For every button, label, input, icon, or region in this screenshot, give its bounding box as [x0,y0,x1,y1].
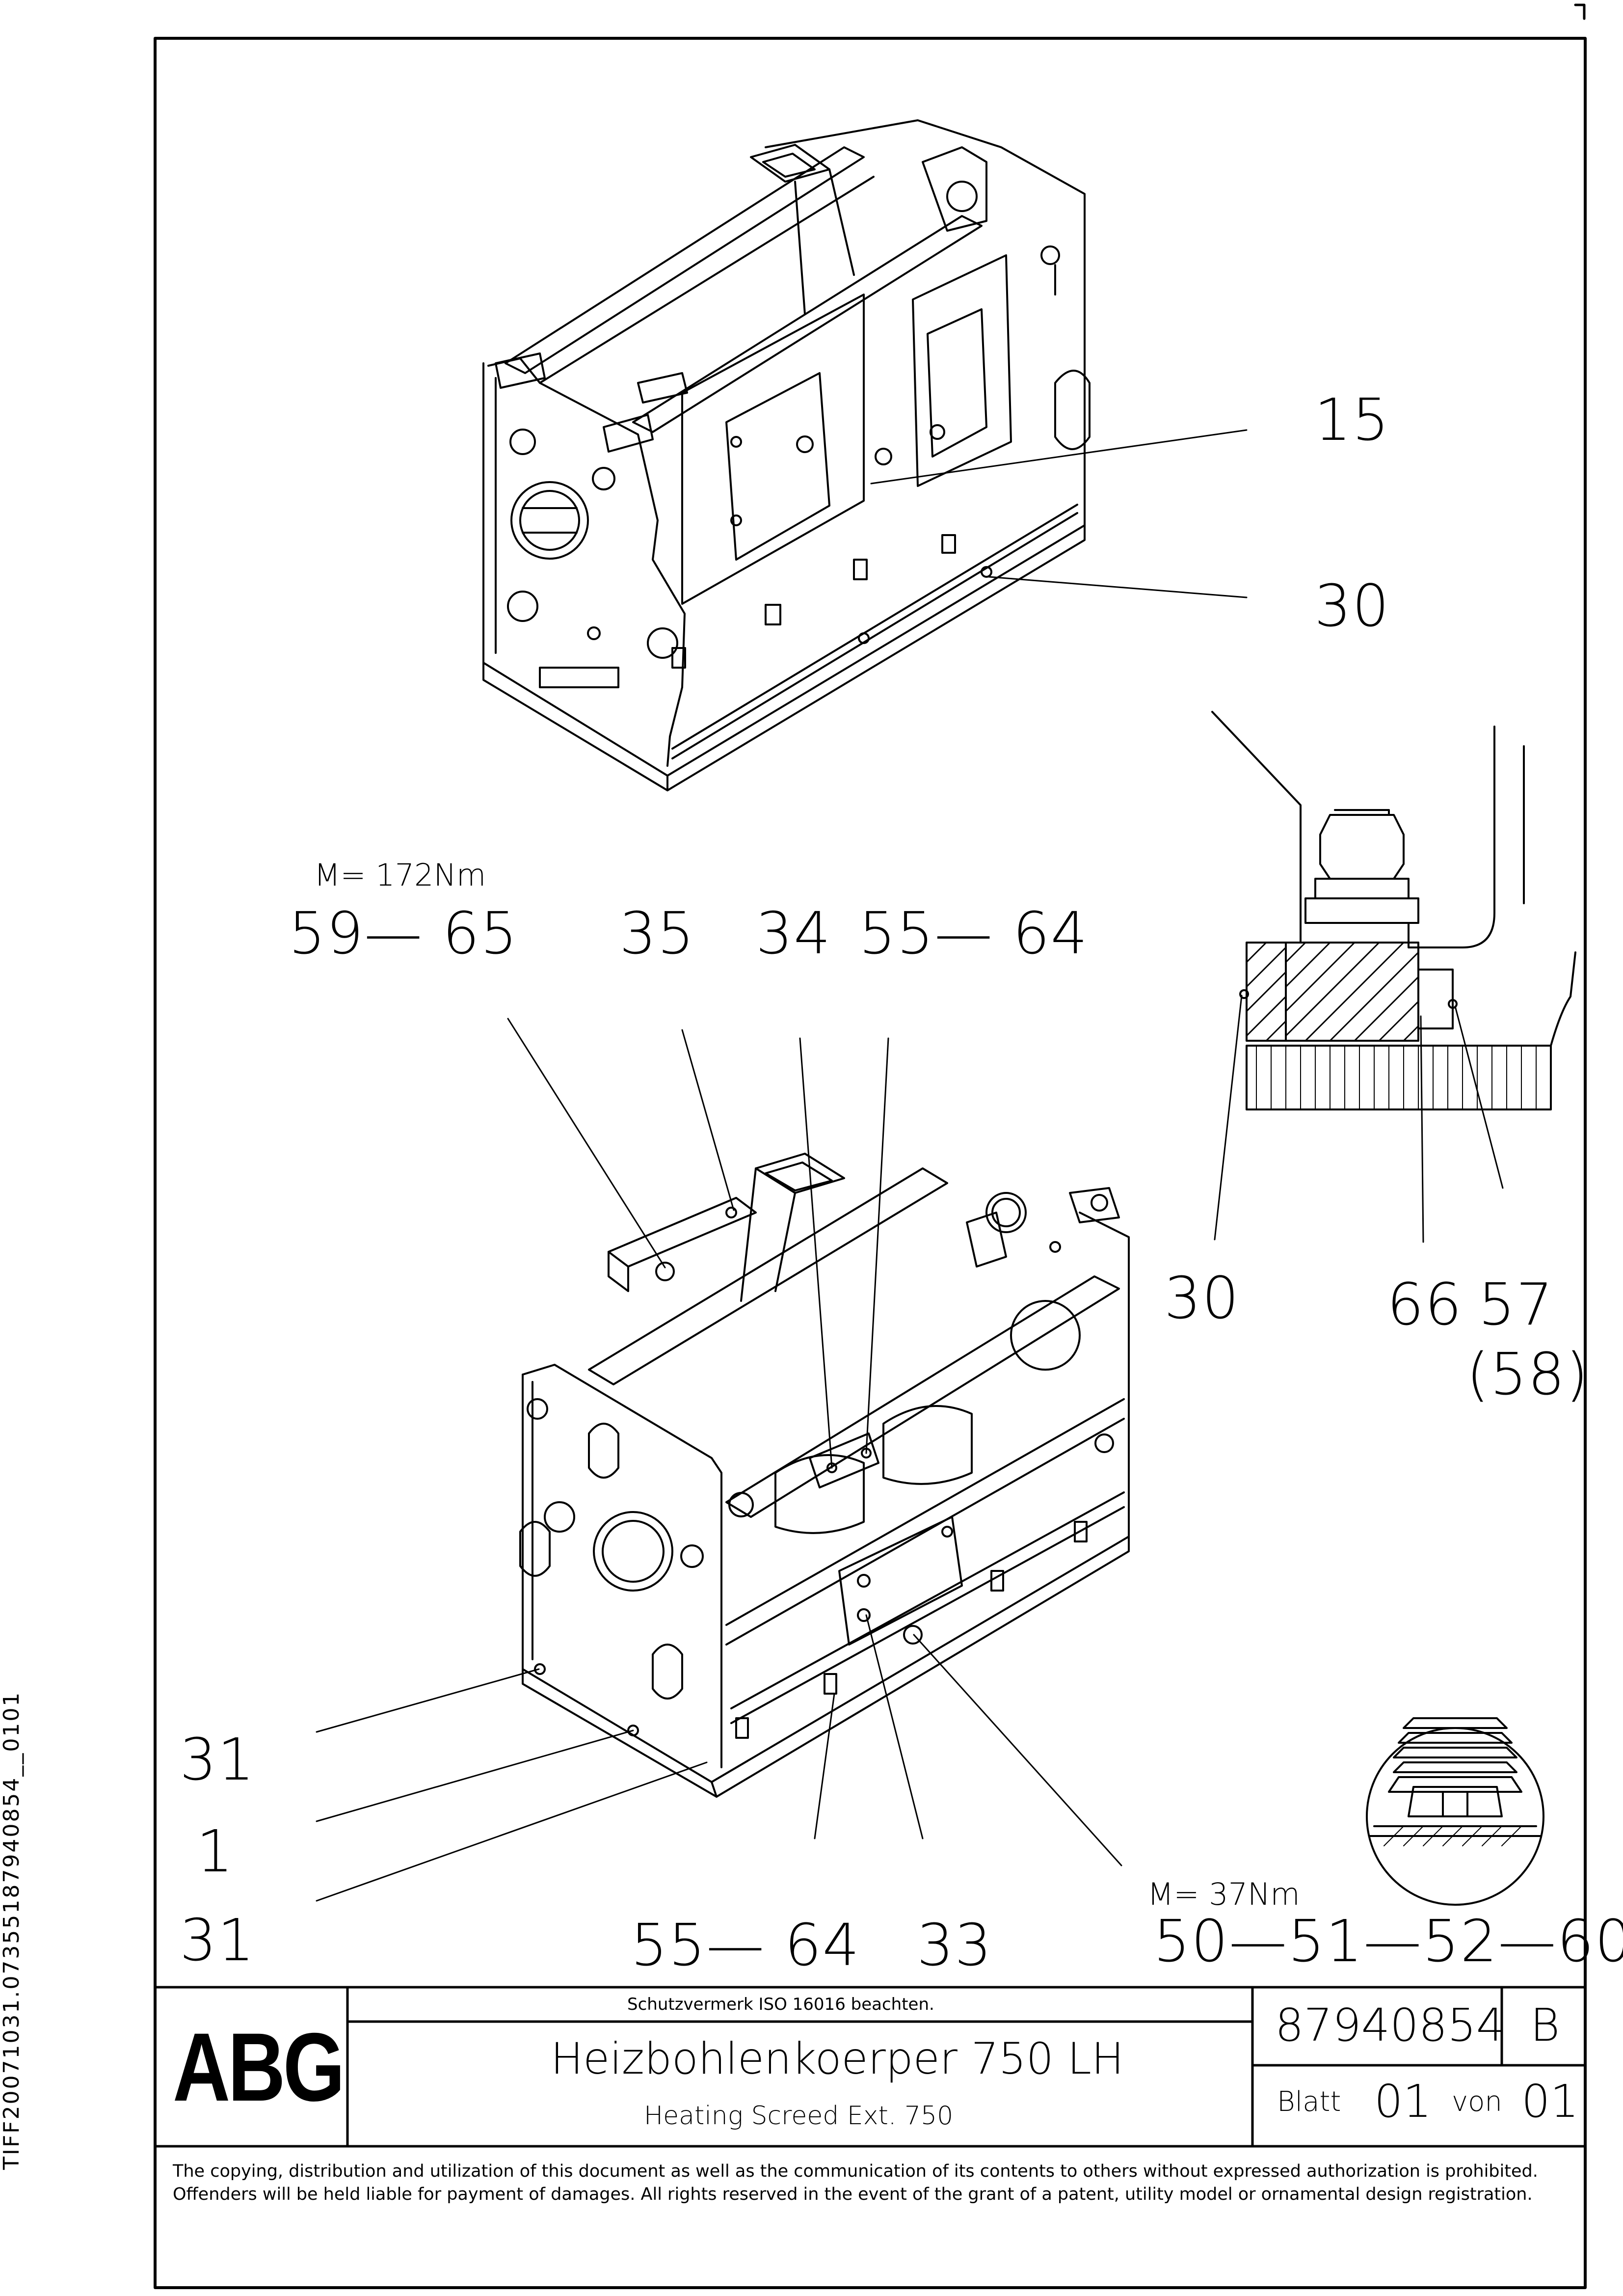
sheet-label: Blatt [1277,2086,1341,2118]
bottom-assembly-view [519,1153,1130,1798]
leader-50-60 [913,1634,1122,1866]
callout-31-a: 31 [180,1726,256,1793]
torque-left: M= 172Nm [314,857,486,893]
callout-30-top: 30 [1314,572,1390,640]
leader-31-a [316,1668,540,1733]
protection-note: Schutzvermerk ISO 16016 beachten. [627,1995,934,2014]
callout-50-60: 50—51—52—60 [1153,1907,1623,1975]
callout-1: 1 [196,1817,235,1885]
callout-59-65: 59— 65 [289,899,518,967]
file-reference-code: TIFF20071031.07355187940854__0101 [0,1691,24,2170]
leader-31-b [316,1761,708,1902]
title-german: Heizbohlenkoerper 750 LH [551,2033,1124,2084]
leader-30-top [988,576,1248,598]
corner-mark [1574,3,1586,20]
leader-15 [870,429,1248,485]
revision-letter: B [1530,1999,1560,2052]
drawing-number: 87940854 [1275,1999,1505,2052]
callout-55-64-top: 55— 64 [859,899,1089,967]
drawing-border [154,37,1587,2289]
sheet-number: 01 [1374,2075,1432,2128]
tightening-symbol [1366,1717,1544,1906]
callout-55-64-bottom: 55— 64 [631,1911,860,1979]
leader-35 [681,1029,735,1211]
leader-55-64-bottom [814,1693,835,1839]
top-assembly-view [482,119,1091,791]
title-block-grid [154,1986,1587,2148]
callout-30-mid: 30 [1164,1264,1240,1332]
callout-31-b: 31 [180,1906,256,1974]
of-label: von [1452,2086,1502,2118]
callout-35: 35 [619,899,695,967]
leader-57 [1454,1005,1504,1189]
leader-55-64-top [865,1037,889,1454]
callout-34: 34 [756,899,832,967]
callout-33: 33 [917,1911,993,1979]
copyright-notice: The copying, distribution and utilizatio… [173,2161,1538,2204]
title-english: Heating Screed Ext. 750 [644,2101,954,2131]
callout-66: 66 [1387,1270,1463,1338]
sheet-total: 01 [1521,2075,1579,2128]
callout-15: 15 [1314,386,1390,454]
detail-section-view [1211,711,1576,1110]
leader-33 [865,1614,924,1839]
leader-1 [316,1729,634,1822]
torque-right: M= 37Nm [1147,1876,1300,1912]
callout-58: (58) [1466,1340,1590,1408]
company-logo: ABG [173,2013,345,2121]
leader-59-65 [507,1018,666,1269]
callout-57: 57 [1478,1270,1554,1338]
leader-66 [1420,1015,1424,1243]
leader-34 [799,1037,833,1469]
leader-30-detail [1214,995,1243,1241]
